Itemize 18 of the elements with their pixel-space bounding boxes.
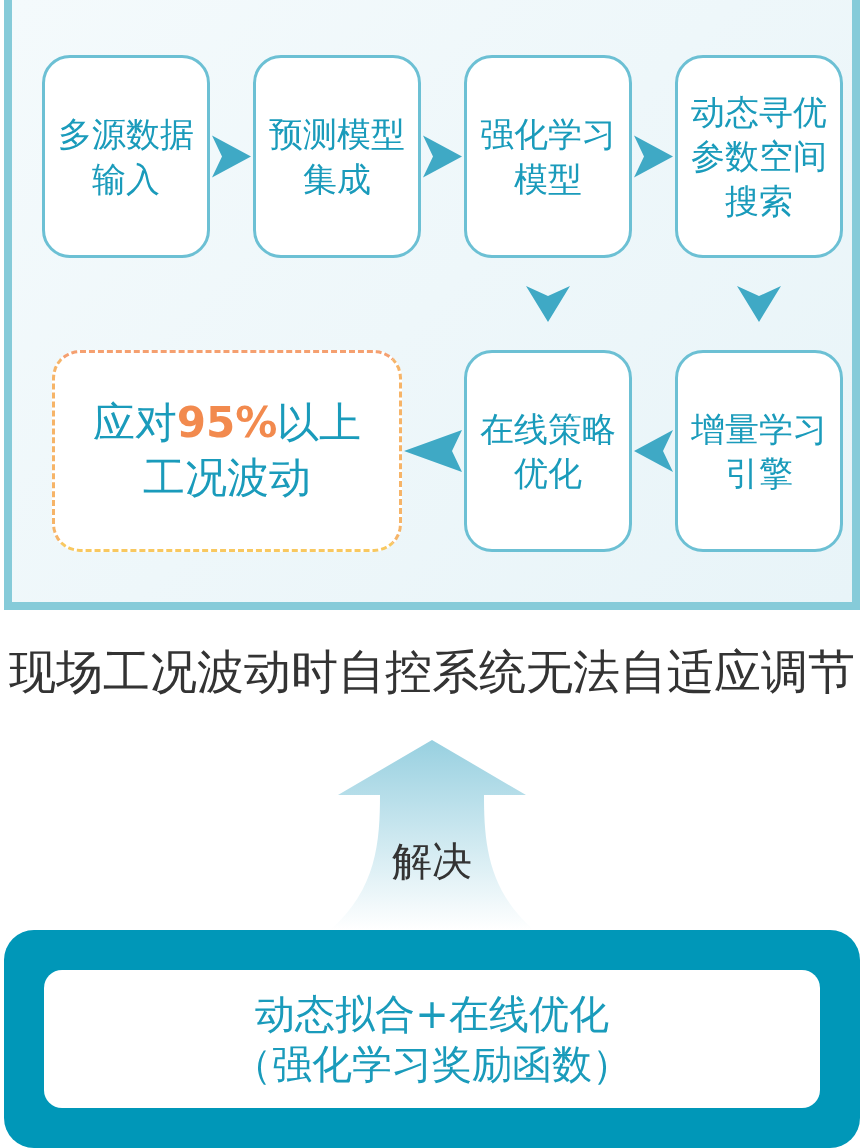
process-box: 增量学习引擎 bbox=[675, 350, 843, 552]
process-box: 预测模型集成 bbox=[253, 55, 421, 258]
process-box: 在线策略优化 bbox=[464, 350, 632, 552]
chevron-arrow bbox=[423, 135, 462, 178]
solution-box: 动态拟合+在线优化（强化学习奖励函数） bbox=[44, 970, 820, 1108]
chevron-arrow bbox=[737, 286, 781, 322]
solution-band bbox=[4, 930, 860, 1148]
chevron-arrow bbox=[634, 135, 673, 178]
process-box: 多源数据输入 bbox=[42, 55, 210, 258]
chevron-arrow bbox=[634, 430, 673, 472]
chevron-arrow bbox=[404, 430, 462, 472]
chevron-arrow bbox=[526, 286, 570, 322]
chevron-arrow bbox=[212, 135, 251, 178]
result-box: 应对95%以上工况波动 bbox=[52, 350, 402, 552]
edge-label: 解决 bbox=[391, 837, 473, 886]
process-box: 动态寻优参数空间搜索 bbox=[675, 55, 843, 258]
process-box: 强化学习模型 bbox=[464, 55, 632, 258]
problem-text: 现场工况波动时自控系统无法自适应调节 bbox=[0, 642, 864, 702]
